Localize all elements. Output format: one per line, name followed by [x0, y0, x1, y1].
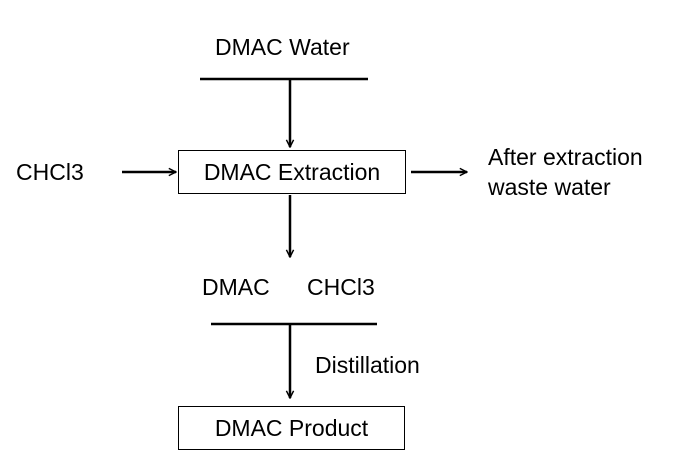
- dmac-water-label: DMAC Water: [215, 34, 350, 60]
- product-box: DMAC Product: [178, 406, 405, 450]
- chcl3-input-label: CHCl3: [16, 159, 84, 185]
- dmac-label: DMAC: [202, 274, 270, 300]
- waste-label-line1: After extraction: [488, 144, 643, 170]
- extraction-box: DMAC Extraction: [178, 150, 406, 194]
- distillation-label: Distillation: [315, 352, 420, 378]
- extraction-label: DMAC Extraction: [203, 159, 381, 185]
- product-label: DMAC Product: [214, 415, 369, 441]
- waste-label-line2: waste water: [488, 174, 611, 200]
- chcl3-mix-label: CHCl3: [307, 274, 375, 300]
